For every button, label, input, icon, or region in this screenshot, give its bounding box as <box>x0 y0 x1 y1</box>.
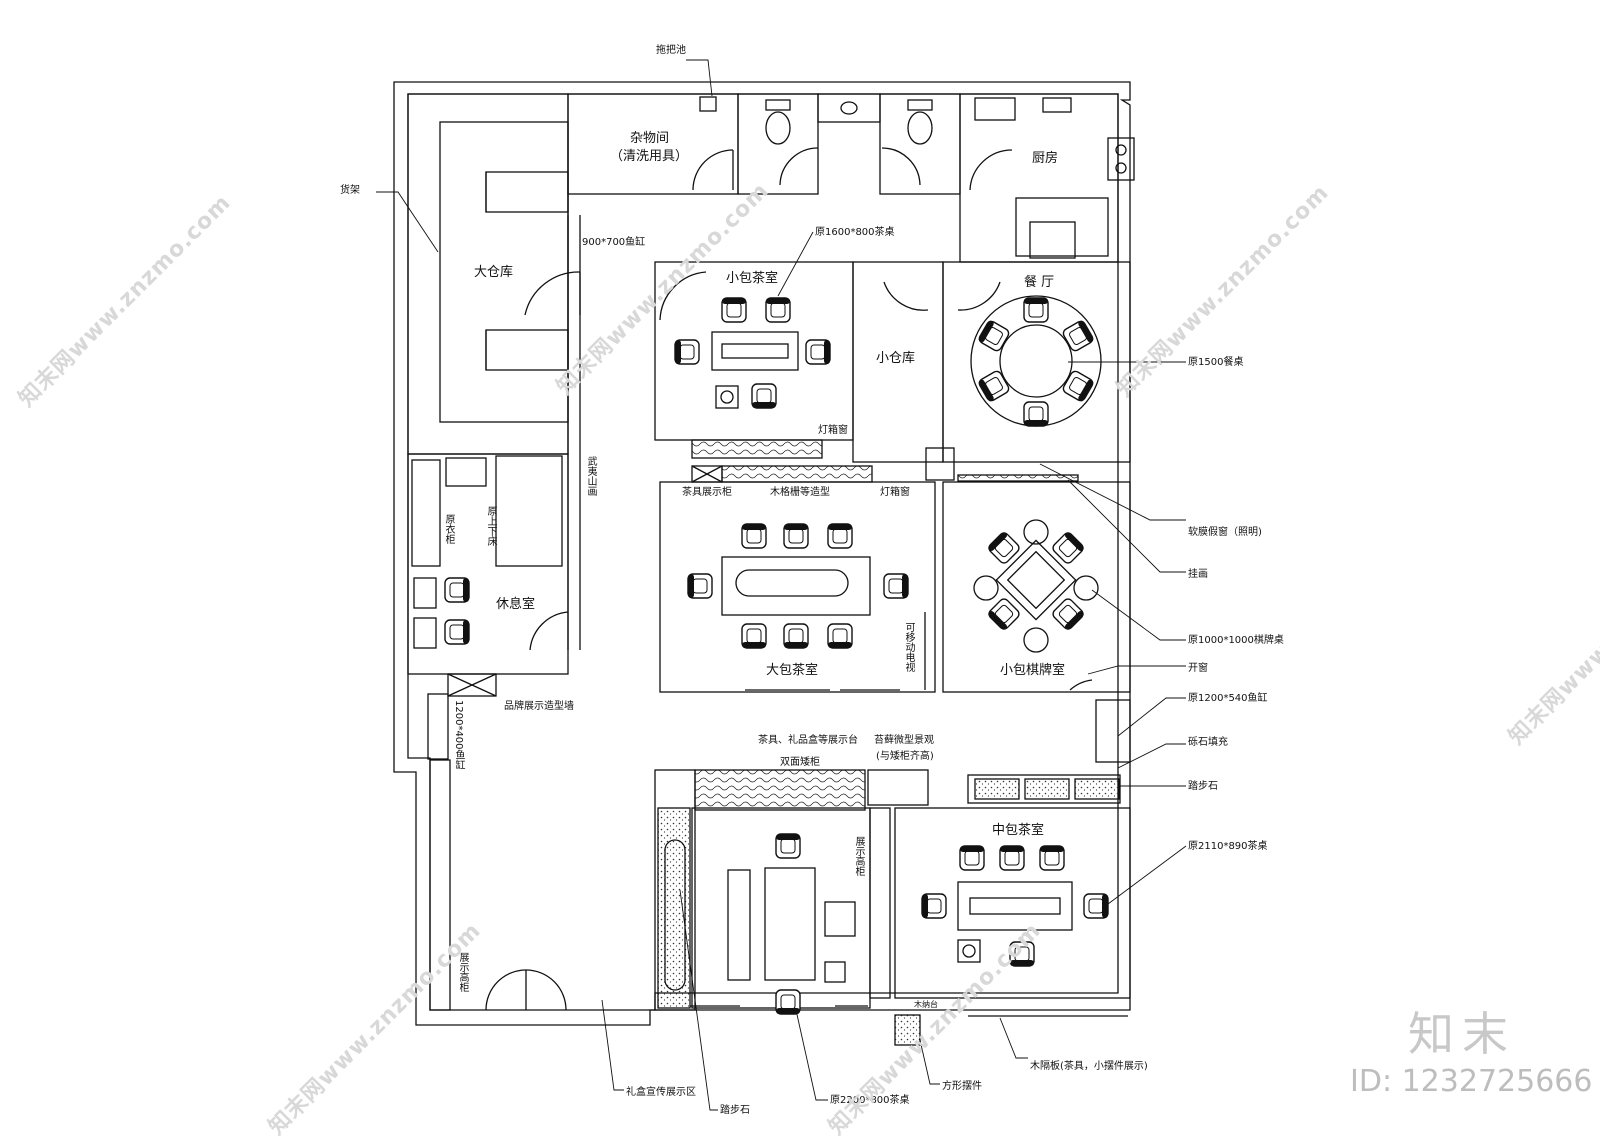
room-label-big-tea: 大包茶室 <box>766 663 819 678</box>
note-moss-landscape: 苔藓微型景观 <box>874 735 934 746</box>
note-wuyi-mountain: 武夷山画 <box>585 456 596 496</box>
note-fish-tank-1200-540: 原1200*540鱼缸 <box>1188 693 1268 704</box>
note-display-tall-cabinet-mid: 展示高柜 <box>853 836 864 876</box>
note-light-box-2: 灯箱窗 <box>880 487 910 498</box>
room-label-big-storage: 大仓库 <box>474 265 514 280</box>
note-movable-tv: 可移动电视 <box>903 622 914 672</box>
note-orig-wardrobe: 原衣柜 <box>443 514 454 544</box>
note-gift-box-display: 礼盒宣传展示区 <box>626 1087 696 1098</box>
note-wood-partition: 木隔板(茶具，小摆件展示) <box>1030 1061 1148 1072</box>
note-shelf: 货架 <box>340 185 360 196</box>
note-mop-sink: 拖把池 <box>656 45 686 56</box>
room-label-utility: 杂物间 <box>630 131 670 146</box>
note-display-tall-cabinet-left: 展示高柜 <box>457 952 468 992</box>
note-brand-wall: 品牌展示造型墙 <box>504 701 574 712</box>
outer-wall <box>393 81 1131 1026</box>
note-fish-tank-1200-400: 1200*400鱼缸 <box>453 700 464 770</box>
chairs <box>444 297 1109 1015</box>
room-label-rest: 休息室 <box>496 597 536 612</box>
note-square-ornament: 方形摆件 <box>942 1081 982 1092</box>
note-wood-desk: 木纳台 <box>914 1000 938 1009</box>
note-double-low-cabinet: 双面矮柜 <box>780 757 820 768</box>
note-light-box-1: 灯箱窗 <box>818 425 848 436</box>
brand-logo: 知末 <box>1408 1007 1516 1061</box>
note-fish-tank-900: 900*700鱼缸 <box>582 237 646 248</box>
room-label-mid-tea: 中包茶室 <box>992 823 1045 838</box>
image-id: ID: 1232725666 <box>1350 1064 1593 1099</box>
note-open-window: 开窗 <box>1188 663 1208 674</box>
note-orig-tea-table-2200: 原2200*800茶桌 <box>830 1095 910 1106</box>
room-label-chess: 小包棋牌室 <box>1000 663 1066 678</box>
room-label-utility-sub: （清洗用具） <box>610 149 689 164</box>
room-label-dining: 餐 厅 <box>1024 275 1055 290</box>
note-teaware-display-stand: 茶具、礼品盒等展示台 <box>758 735 858 746</box>
note-moss-landscape-sub: (与矮柜齐高) <box>876 751 934 762</box>
note-hanging-painting: 挂画 <box>1188 569 1208 580</box>
room-label-small-storage: 小仓库 <box>876 351 916 366</box>
note-orig-tea-table-2110: 原2110*890茶桌 <box>1188 841 1268 852</box>
note-stepping-stone-right: 踏步石 <box>1188 781 1218 792</box>
note-orig-dining-table: 原1500餐桌 <box>1188 357 1244 368</box>
note-soft-film-window: 软膜假窗（照明) <box>1188 527 1262 538</box>
note-gravel-fill: 砾石填充 <box>1188 737 1228 748</box>
note-orig-bunk: 原上下床 <box>485 506 496 546</box>
note-chess-table: 原1000*1000棋牌桌 <box>1188 635 1284 646</box>
note-wood-grille: 木格栅等造型 <box>770 487 830 498</box>
note-teaware-cabinet: 茶具展示柜 <box>682 487 732 498</box>
note-orig-tea-table-1600: 原1600*800茶桌 <box>815 227 895 238</box>
note-stepping-stone-bottom: 踏步石 <box>720 1105 750 1116</box>
room-label-small-tea: 小包茶室 <box>726 271 779 286</box>
room-label-kitchen: 厨房 <box>1032 151 1059 166</box>
